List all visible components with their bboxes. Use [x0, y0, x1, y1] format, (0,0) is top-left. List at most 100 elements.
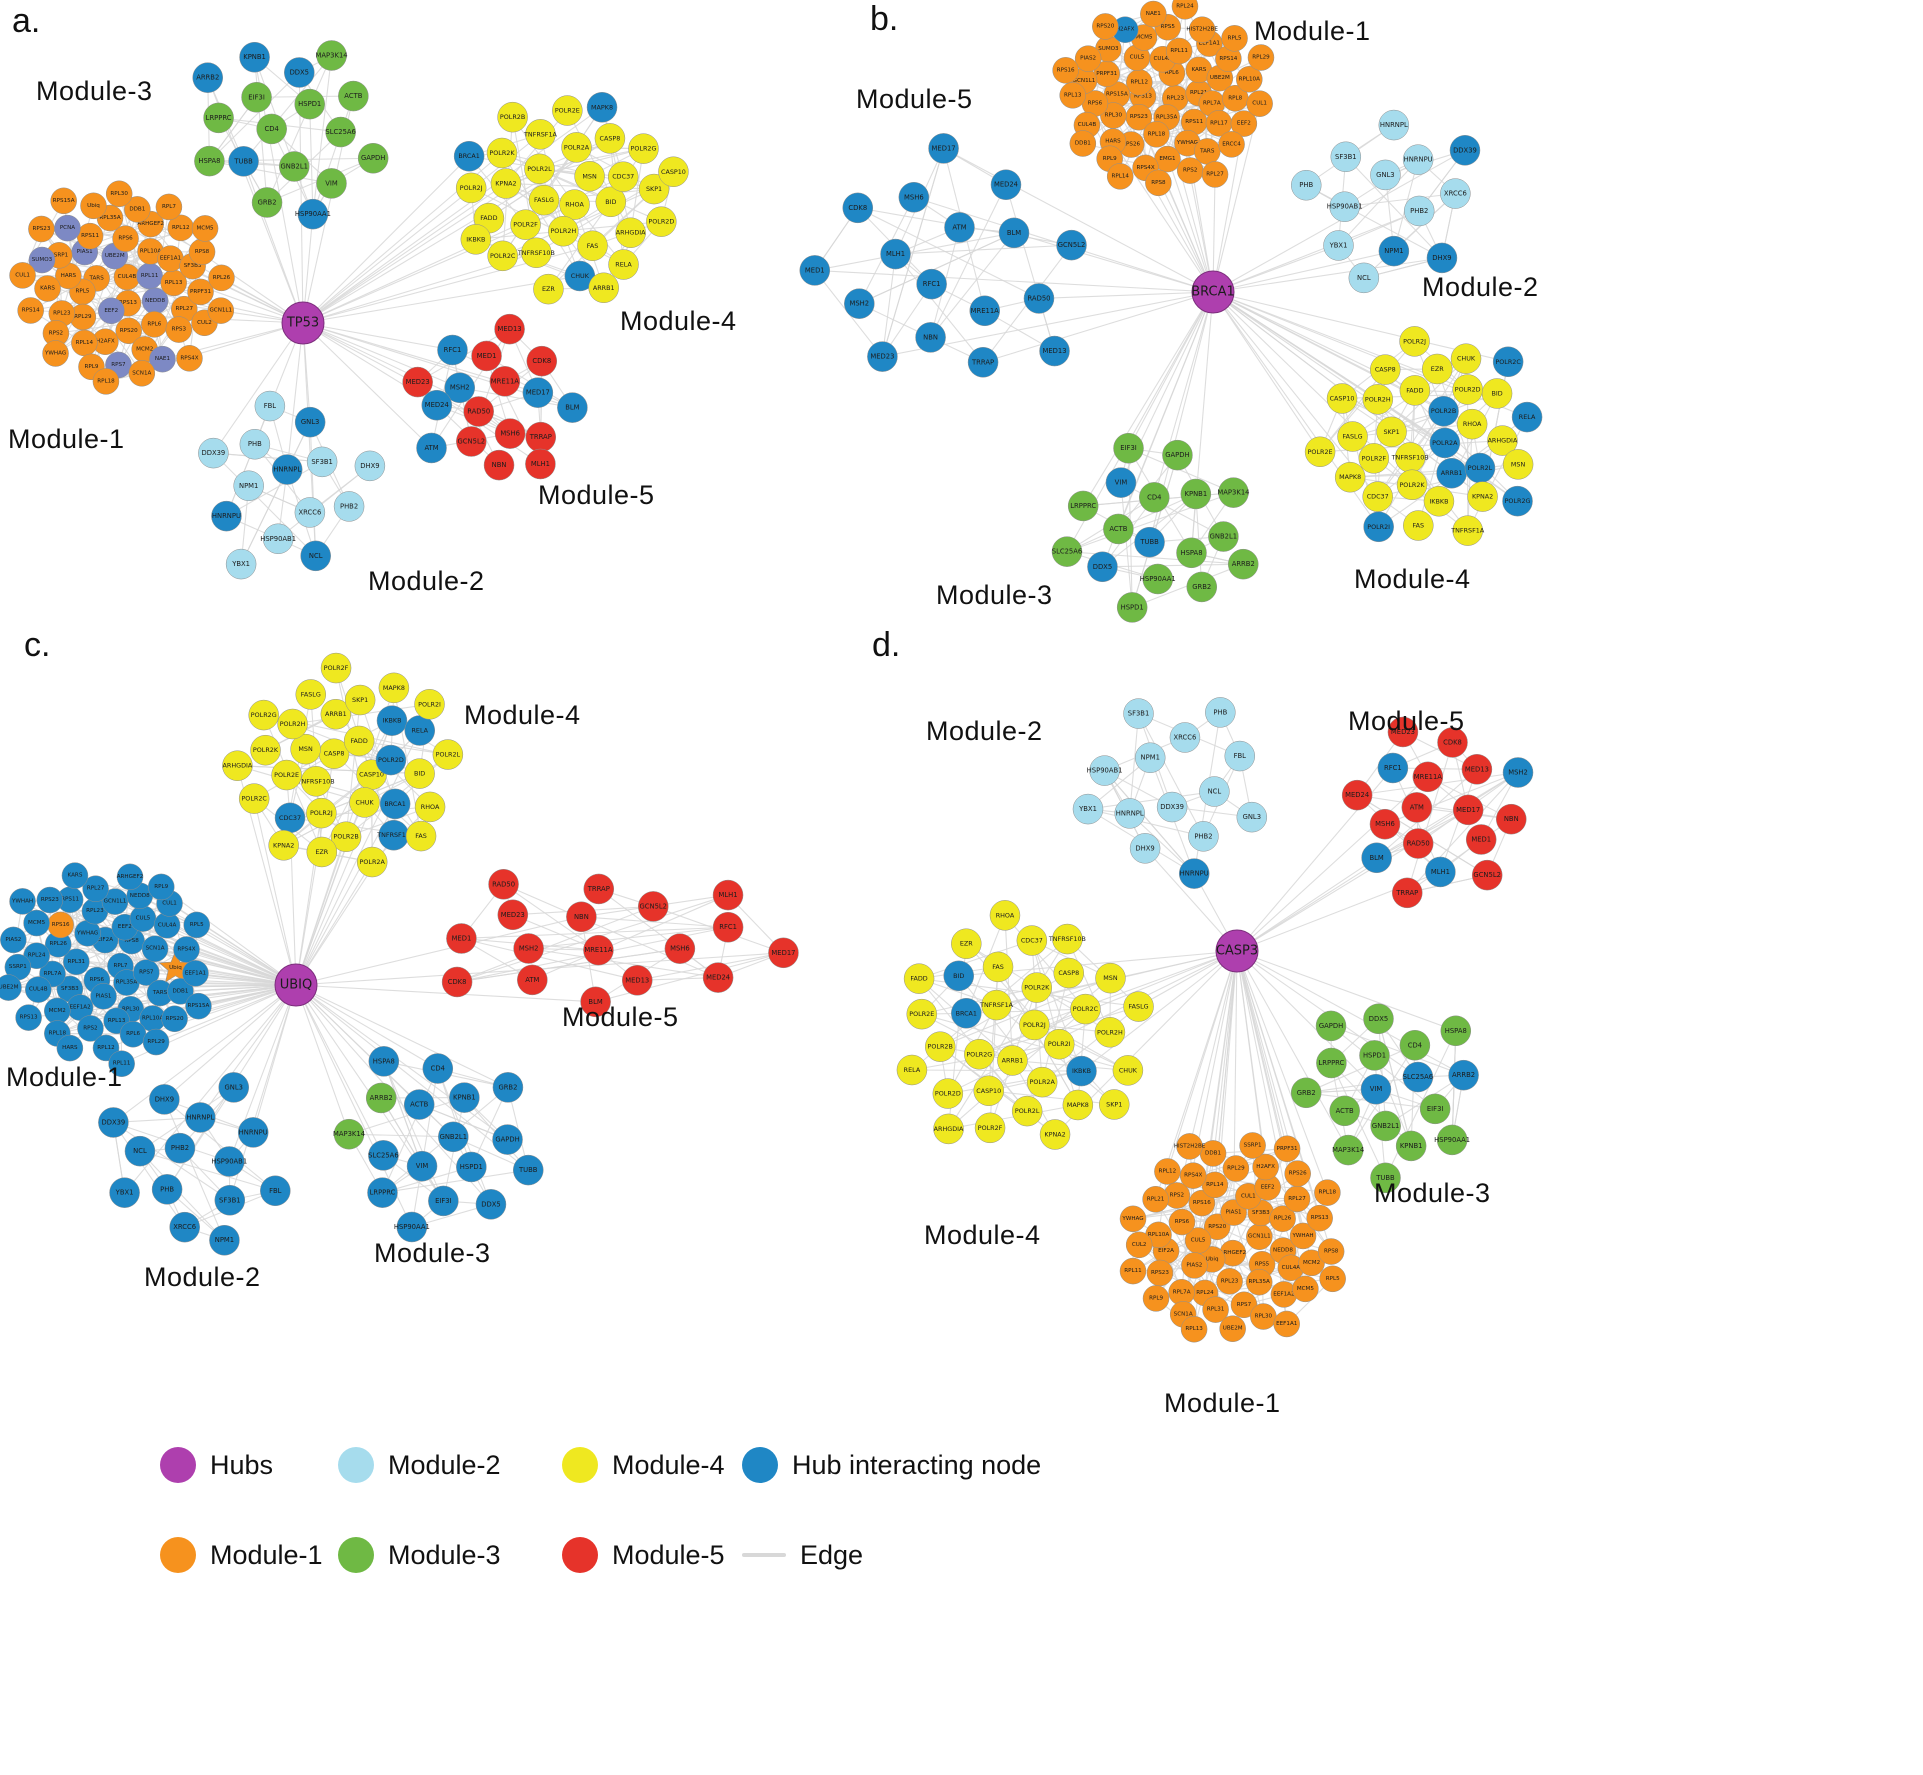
node: [974, 1112, 1006, 1144]
node-label: RPL13: [1185, 1326, 1203, 1332]
node-label: RPS16: [1193, 1200, 1211, 1206]
node-label: NBN: [1504, 815, 1519, 823]
node-label: GCN5L2: [458, 437, 486, 445]
edge: [1004, 915, 1013, 1061]
node: [1222, 1155, 1250, 1182]
node-label: ARRB1: [593, 284, 615, 292]
node: [271, 759, 302, 791]
node: [1487, 425, 1518, 456]
node: [1188, 821, 1219, 852]
node-label: MED17: [932, 144, 956, 152]
node-label: RPS6: [118, 236, 133, 242]
node: [238, 783, 270, 814]
node: [306, 836, 338, 868]
edge: [457, 948, 680, 983]
module-5-swatch: [562, 1537, 598, 1573]
node: [1178, 858, 1210, 889]
node-label: PIAS1: [1226, 1210, 1242, 1216]
node: [248, 699, 279, 731]
hub-edge: [295, 984, 596, 1003]
node: [0, 974, 22, 1001]
node: [198, 437, 229, 469]
node-label: IKBKB: [1072, 1067, 1091, 1075]
node-label: LRPPRC: [206, 114, 232, 122]
node: [241, 82, 272, 113]
hub-edge: [302, 322, 460, 389]
node: [1481, 378, 1513, 409]
node: [990, 169, 1022, 200]
node: [149, 345, 176, 373]
node: [155, 193, 183, 221]
node: [1363, 1003, 1394, 1035]
node-label: EZR: [960, 940, 973, 948]
node: [460, 224, 492, 255]
node-label: CHUK: [1119, 1066, 1138, 1074]
node-label: SCN1A: [132, 370, 151, 376]
node-label: YBX1: [1078, 805, 1097, 813]
node: [1323, 230, 1354, 261]
node-label: POLR2B: [928, 1043, 953, 1051]
node-label: MAPK8: [1339, 473, 1361, 481]
node-label: EEF2: [104, 308, 118, 314]
node: [1070, 993, 1101, 1025]
node: [1471, 859, 1503, 891]
node: [1332, 1134, 1364, 1166]
hub-edge: [252, 984, 297, 1133]
edge: [383, 1061, 423, 1167]
node: [1218, 477, 1249, 508]
node-label: DHX9: [155, 1095, 174, 1103]
node-label: RPL8: [1228, 95, 1242, 101]
hub-node: [274, 963, 318, 1007]
node-label: RPL27: [1288, 1196, 1306, 1202]
node: [664, 933, 696, 964]
edge: [1087, 790, 1215, 810]
node-label: RPL9: [1103, 156, 1117, 162]
node-label: POLR2I: [418, 700, 441, 708]
node-label: EZR: [315, 848, 328, 856]
node: [580, 986, 611, 1018]
node-label: RPS2: [1183, 168, 1197, 174]
node: [207, 297, 235, 324]
node: [1236, 801, 1268, 833]
node-label: ACTB: [1336, 1107, 1354, 1115]
node-label: MSN: [1103, 974, 1118, 982]
node: [1208, 521, 1239, 552]
node-label: RPS20: [1208, 1224, 1226, 1230]
node: [421, 389, 453, 421]
node-label: TRRAP: [587, 885, 610, 893]
hub-edge: [1212, 291, 1473, 425]
node-label: HSP90AA1: [295, 210, 331, 218]
node: [284, 57, 315, 88]
node: [1056, 229, 1087, 261]
nodes-layer: CD4HSPD1GNB2L1EIF3ISLC25A6TUBBDDX5VIMLRP…: [0, 0, 1543, 1343]
node-label: RAD50: [467, 407, 490, 415]
node-label: NPM1: [215, 1236, 234, 1244]
node: [1465, 824, 1497, 855]
node-label: POLR2K: [253, 746, 279, 754]
node-label: FBL: [264, 402, 277, 410]
module-label-a-2: Module-2: [368, 566, 485, 596]
node-label: RAD50: [492, 880, 515, 888]
node-label: DDX39: [1453, 146, 1477, 154]
node-label: RPS15A: [188, 1003, 210, 1009]
hub-edge: [943, 147, 1214, 293]
node-label: HSPD1: [298, 100, 321, 108]
node-label: DHX9: [1432, 254, 1451, 262]
node-label: FAS: [1413, 522, 1425, 530]
node: [23, 909, 50, 937]
node-label: HNRNPL: [186, 1113, 214, 1121]
node: [422, 1053, 454, 1084]
node: [471, 340, 502, 372]
node-label: RPL12: [1159, 1168, 1177, 1174]
node-label: RELA: [1519, 413, 1536, 421]
node: [1315, 1010, 1347, 1042]
hub-edge: [253, 798, 297, 986]
node: [1095, 962, 1126, 994]
node-label: RPL27: [1206, 171, 1224, 177]
node: [109, 1177, 140, 1208]
node-label: FADD: [480, 214, 497, 222]
node: [1341, 779, 1373, 811]
node: [320, 652, 352, 684]
node: [533, 273, 564, 305]
node-label: CASP10: [1330, 394, 1355, 402]
